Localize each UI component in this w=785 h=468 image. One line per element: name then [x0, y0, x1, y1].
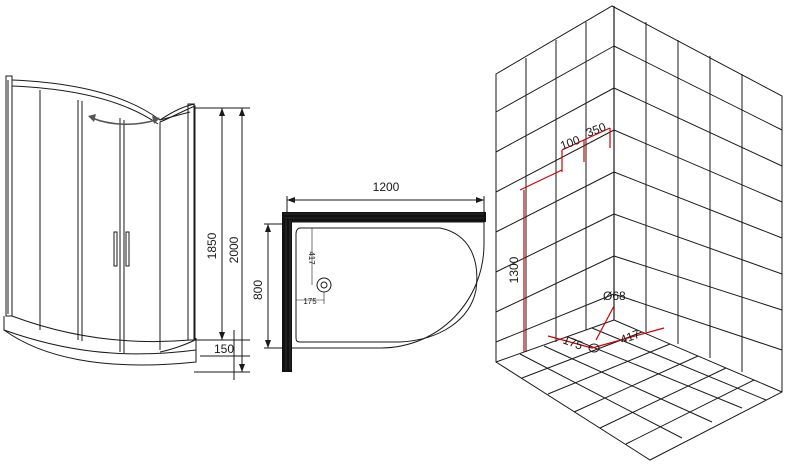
corner-dim-100-label: 100	[558, 133, 582, 153]
tray-plan	[264, 196, 486, 372]
corner-dim-417-label: 417	[618, 327, 642, 347]
corner-outline	[495, 5, 783, 461]
enclosure-elevation	[3, 75, 250, 380]
corner-dim-350-label: 350	[584, 120, 608, 140]
tiled-corner	[495, 5, 783, 461]
tray-depth-label: 800	[251, 280, 265, 300]
right-wall-tiles	[613, 22, 783, 372]
tray-wall-left	[282, 212, 292, 372]
tray-drain-offset-x-label: 175	[303, 297, 317, 306]
drain-icon	[316, 277, 332, 293]
enclosure-height-glass-label: 1850	[205, 232, 219, 259]
door-handle-left	[113, 231, 118, 267]
floor-tiles	[519, 327, 767, 445]
tray-drain-offset-y-label: 417	[307, 251, 316, 265]
enclosure-top-rail	[11, 79, 191, 121]
enclosure-height-total-label: 2000	[227, 236, 241, 263]
tray-wall-back	[282, 212, 486, 222]
slide-arrow-icon	[91, 117, 157, 126]
corner-dim-drain-diameter-label: Ø68	[603, 289, 626, 303]
door-handle-right	[125, 231, 130, 267]
enclosure-right-profile	[187, 103, 195, 341]
tray-width-label: 1200	[373, 180, 400, 194]
left-wall-tiles	[495, 22, 615, 352]
corner-dim-1300-label: 1300	[507, 256, 521, 283]
enclosure-tray	[3, 316, 197, 355]
enclosure-height-tray-label: 150	[214, 342, 234, 356]
floor-drain-icon	[588, 343, 600, 353]
tray-outer-edge	[292, 221, 485, 349]
corner-dimensions	[519, 127, 665, 352]
tray-inner-basin	[295, 227, 478, 343]
enclosure-left-profile	[5, 75, 13, 317]
corner-dim-175-label: 175	[561, 333, 585, 353]
